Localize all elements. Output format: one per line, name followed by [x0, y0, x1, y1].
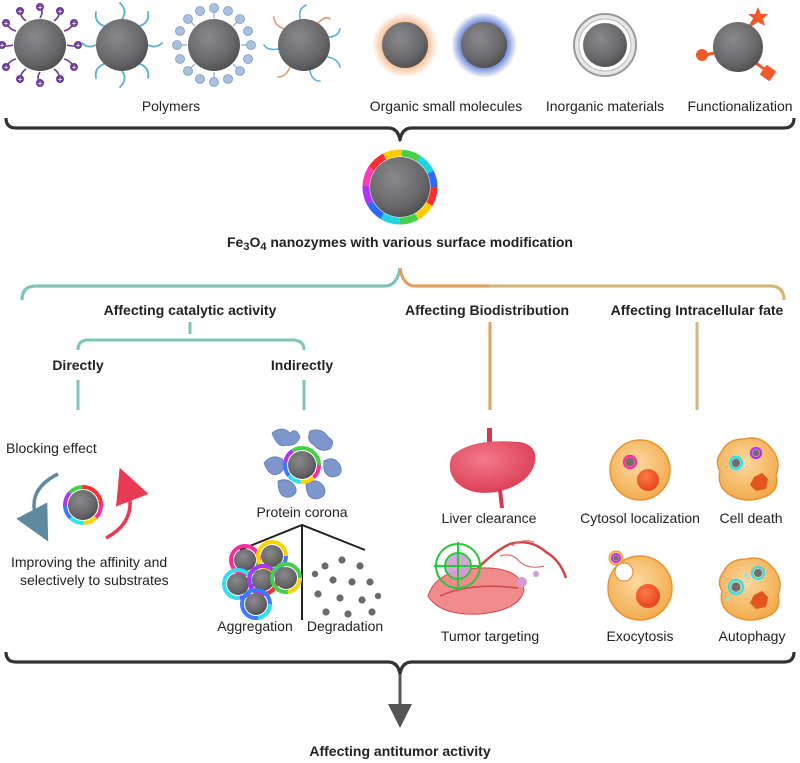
svg-text:+: +: [57, 8, 63, 16]
svg-text:+: +: [71, 64, 77, 72]
affinity-arrow-icon: [105, 467, 149, 540]
label-aggregation: Aggregation: [217, 618, 293, 634]
label-protein-corona: Protein corona: [256, 504, 347, 520]
label-autophagy: Autophagy: [719, 628, 786, 644]
exocytosis-cell-icon: [607, 550, 673, 621]
branch-catalytic-label: Affecting catalytic activity: [104, 302, 277, 318]
polymer-chain-nanoparticle-icon: [81, 2, 163, 88]
center-nanozyme-icon: [362, 149, 438, 225]
label-degradation: Degradation: [307, 618, 383, 634]
label-organic-small-molecules: Organic small molecules: [370, 98, 523, 114]
bracket-catalytic-split: [76, 322, 306, 351]
svg-text:+: +: [3, 20, 9, 28]
polymer-mixed-nanoparticle-icon: [263, 4, 341, 82]
polymer-negative-nanoparticle-icon: [172, 3, 256, 87]
degradation-particles-icon: [311, 556, 382, 618]
branch-biodistribution-label: Affecting Biodistribution: [405, 302, 569, 318]
conclusion-title: Affecting antitumor activity: [309, 743, 490, 759]
brace-biodistribution: [398, 267, 490, 288]
svg-text:+: +: [17, 8, 23, 16]
branch-intracellular-label: Affecting Intracellular fate: [611, 302, 784, 318]
y-divider: [239, 523, 366, 620]
brace-intracellular: [490, 284, 786, 301]
label-polymers: Polymers: [142, 98, 200, 114]
label-exocytosis: Exocytosis: [607, 628, 674, 644]
svg-text:+: +: [3, 64, 9, 72]
svg-text:+: +: [75, 42, 81, 50]
label-liver-clearance: Liver clearance: [442, 510, 537, 526]
center-title: Fe3O4 nanozymes with various surface mod…: [227, 234, 573, 253]
cell-death-icon: [716, 437, 779, 501]
label-affinity-line1: Improving the affinity and: [11, 554, 167, 570]
label-indirectly: Indirectly: [271, 357, 333, 373]
label-tumor-targeting: Tumor targeting: [441, 628, 539, 644]
tumor-vessel-icon: [427, 540, 568, 615]
label-cell-death: Cell death: [719, 510, 782, 526]
svg-text:+: +: [57, 76, 63, 84]
cytosol-cell-icon: [609, 439, 671, 501]
autophagy-cell-icon: [718, 557, 781, 621]
organic-blue-nanoparticle-icon: [451, 12, 517, 78]
protein-corona-icon: [263, 428, 342, 500]
bottom-brace: [4, 651, 796, 676]
brace-catalytic: [20, 267, 402, 301]
top-brace: [4, 117, 796, 142]
svg-text:+: +: [17, 76, 23, 84]
blocking-arrow-icon: [16, 472, 59, 542]
label-cytosol-localization: Cytosol localization: [580, 510, 700, 526]
aggregation-icon: [222, 540, 302, 620]
svg-text:+: +: [71, 20, 77, 28]
organic-orange-nanoparticle-icon: [372, 12, 438, 78]
label-affinity-line2: selectively to substrates: [20, 572, 169, 588]
label-blocking-effect: Blocking effect: [6, 440, 97, 456]
functionalized-nanoparticle-icon: [696, 7, 776, 81]
direct-nanozyme-icon: [63, 485, 103, 525]
label-inorganic-materials: Inorganic materials: [546, 98, 664, 114]
svg-text:+: +: [0, 42, 5, 50]
polymer-charged-nanoparticle-icon: + + + + + + + + + + + +: [0, 3, 82, 88]
label-functionalization: Functionalization: [687, 98, 792, 114]
label-directly: Directly: [52, 357, 104, 373]
svg-text:+: +: [37, 80, 43, 88]
liver-icon: [449, 428, 536, 509]
inorganic-shell-nanoparticle-icon: [573, 13, 637, 77]
svg-text:+: +: [37, 4, 43, 12]
